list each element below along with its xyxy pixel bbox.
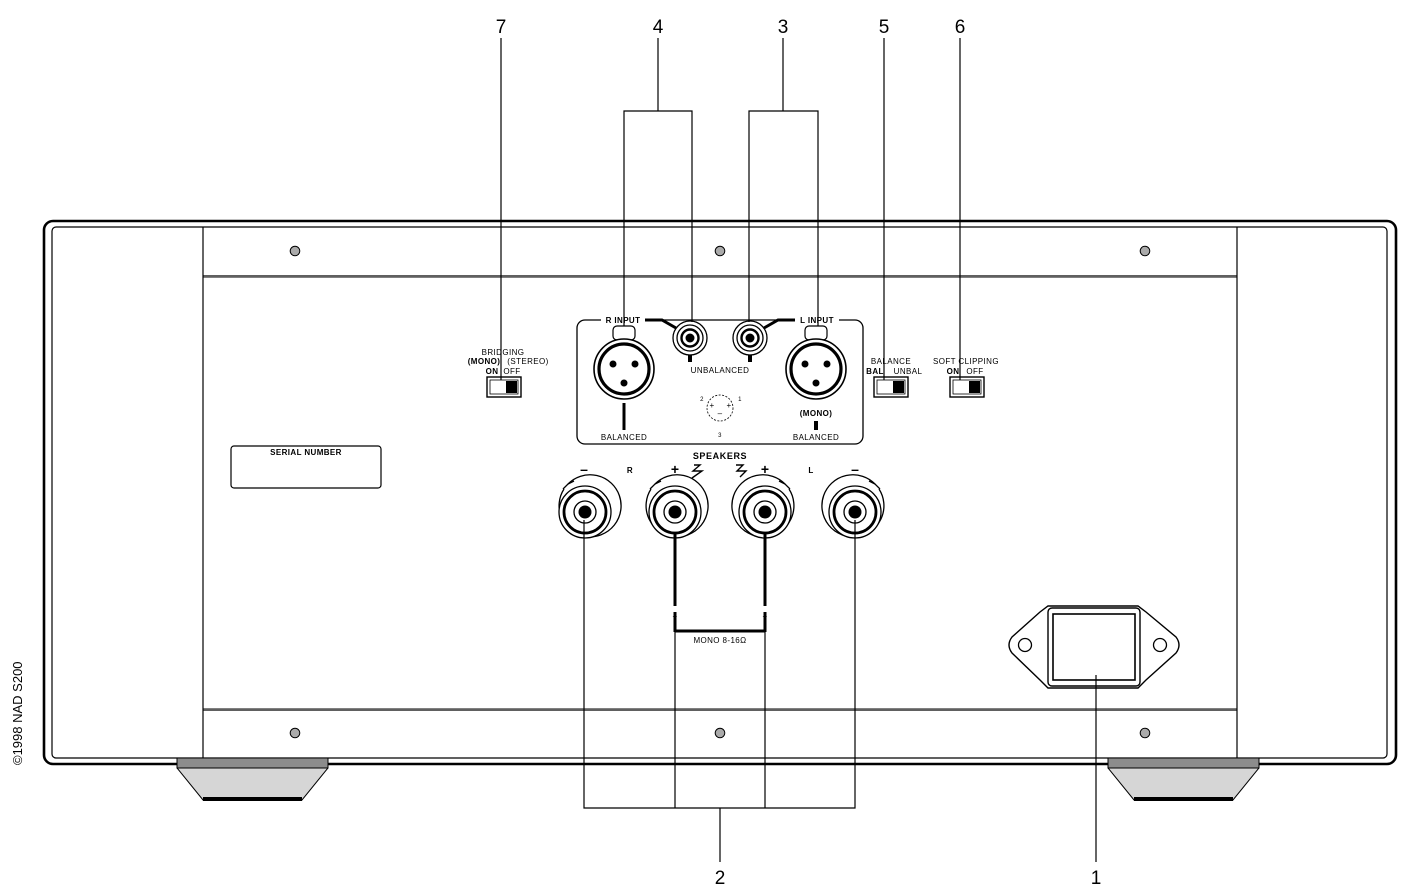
callout-5: 5 <box>879 17 890 38</box>
foot-left <box>176 757 329 801</box>
power-inlet[interactable] <box>1008 605 1180 689</box>
pinout-plus-b: + <box>726 401 731 410</box>
screw <box>714 727 726 739</box>
callout-leaders <box>500 38 1097 862</box>
soft-clipping-off-label: OFF <box>966 367 983 376</box>
screw <box>1139 245 1151 257</box>
speaker-terminal-plus-right[interactable] <box>645 474 709 539</box>
callout-4: 4 <box>653 17 664 38</box>
speakers-labels: SPEAKERS – R + + L – <box>580 451 859 479</box>
callout-1: 1 <box>1091 868 1102 889</box>
xlr-pinout-diagram: + + – 2 1 3 <box>700 394 742 439</box>
hazard-bolt-icon <box>691 464 705 479</box>
serial-number-plate: SERIAL NUMBER <box>230 445 382 489</box>
foot-right <box>1107 757 1260 801</box>
bridge-plus-right-label: + <box>672 612 677 621</box>
speaker-minus-right-label: – <box>580 461 588 477</box>
speaker-terminal-minus-left[interactable] <box>821 474 885 539</box>
balance-bal-label: BAL <box>866 367 884 376</box>
balance-unbal-label: UNBAL <box>894 367 923 376</box>
hazard-bolt-icon <box>735 464 748 478</box>
soft-clipping-title: SOFT CLIPPING <box>933 357 999 366</box>
pinout-plus-a: + <box>709 401 714 410</box>
screw <box>714 245 726 257</box>
screws <box>289 245 1151 739</box>
screw <box>289 727 301 739</box>
rca-input-left[interactable] <box>732 320 768 362</box>
bridging-off-label: OFF <box>503 367 520 376</box>
bridging-mono-label: (MONO) <box>468 357 501 366</box>
bridging-on-label: ON <box>486 367 499 376</box>
unbalanced-label: UNBALANCED <box>691 366 750 375</box>
bridging-switch[interactable]: BRIDGING (MONO) (STEREO) ON OFF <box>468 348 549 398</box>
speaker-terminal-minus-right[interactable] <box>558 474 622 539</box>
speaker-plus-right-label: + <box>671 461 679 477</box>
balanced-right-label: BALANCED <box>601 433 647 442</box>
balance-switch-knob[interactable] <box>893 381 904 393</box>
bridge-plus-left-label: + <box>762 612 767 621</box>
input-panel: R INPUT L INPUT BALANCED (MONO) BALANCE <box>576 316 864 445</box>
mono-input-label: (MONO) <box>800 409 833 418</box>
pinout-minus: – <box>718 409 723 418</box>
callout-numbers: 7 4 3 5 6 2 1 <box>496 17 1102 889</box>
balance-title: BALANCE <box>871 357 911 366</box>
serial-number-label: SERIAL NUMBER <box>270 448 342 457</box>
mono-impedance-label: MONO 8-16Ω <box>693 636 746 645</box>
speaker-minus-left-label: – <box>851 461 859 477</box>
pin-1-label: 1 <box>738 397 742 403</box>
pin-3-label: 3 <box>718 433 722 439</box>
soft-clipping-switch[interactable]: SOFT CLIPPING ON OFF <box>933 357 999 398</box>
speaker-terminal-plus-left[interactable] <box>731 474 795 539</box>
screw <box>1139 727 1151 739</box>
l-input-label: L INPUT <box>800 316 834 325</box>
speaker-plus-left-label: + <box>761 461 769 477</box>
chassis <box>42 219 1398 766</box>
bridging-title: BRIDGING <box>482 348 525 357</box>
balance-switch[interactable]: BALANCE BAL UNBAL <box>866 357 923 398</box>
soft-clipping-switch-knob[interactable] <box>969 381 980 393</box>
callout-7: 7 <box>496 17 507 38</box>
xlr-input-right[interactable] <box>593 325 655 430</box>
pin-2-label: 2 <box>700 397 704 403</box>
bridging-stereo-label: (STEREO) <box>507 357 548 366</box>
speakers-title: SPEAKERS <box>693 451 747 461</box>
soft-clipping-on-label: ON <box>947 367 960 376</box>
speaker-r-label: R <box>627 466 633 475</box>
copyright-text: ©1998 NAD S200 <box>10 661 25 765</box>
callout-2: 2 <box>715 868 726 889</box>
screw <box>289 245 301 257</box>
xlr-input-left[interactable] <box>785 325 847 430</box>
callout-3: 3 <box>778 17 789 38</box>
speaker-l-label: L <box>808 466 813 475</box>
balanced-left-label: BALANCED <box>793 433 839 442</box>
r-input-label: R INPUT <box>606 316 641 325</box>
bridging-switch-knob[interactable] <box>506 381 517 393</box>
callout-6: 6 <box>955 17 966 38</box>
rca-input-right[interactable] <box>672 320 708 362</box>
mono-bridge-marking: + + MONO 8-16Ω <box>672 533 767 645</box>
